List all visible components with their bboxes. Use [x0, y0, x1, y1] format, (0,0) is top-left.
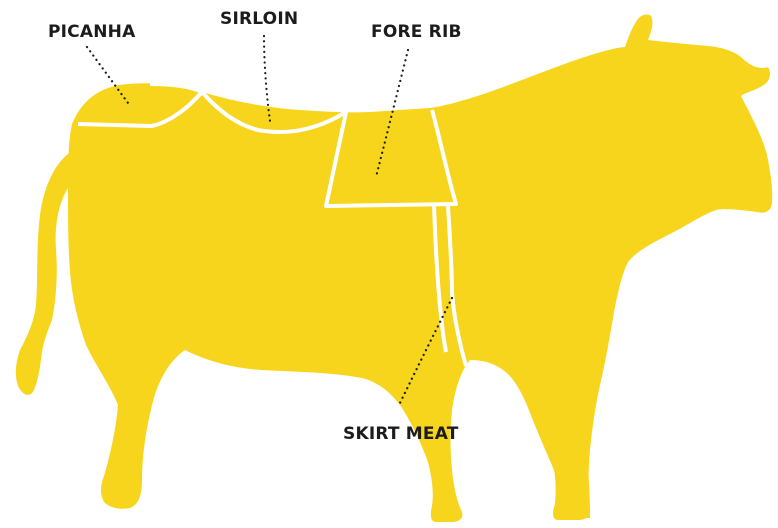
cow-body — [68, 14, 772, 522]
fore-rib-label: FORE RIB — [371, 22, 462, 42]
skirt-meat-label: SKIRT MEAT — [343, 424, 459, 444]
sirloin-label: SIRLOIN — [220, 9, 298, 29]
picanha-label: PICANHA — [48, 22, 135, 42]
cow-tail — [16, 150, 74, 395]
